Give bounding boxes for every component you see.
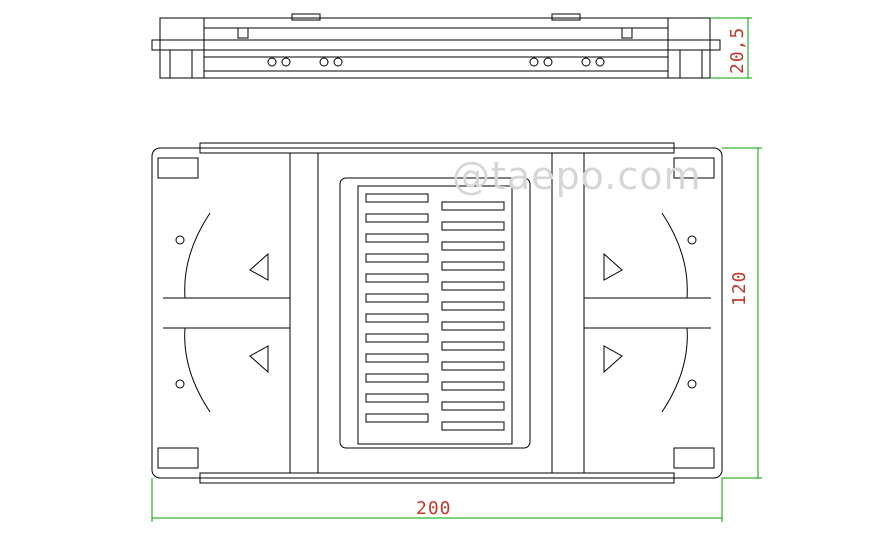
splice-slot	[365, 333, 429, 343]
splice-slot	[441, 301, 505, 311]
top-view	[151, 142, 723, 484]
splice-slot	[441, 201, 505, 211]
splice-slot	[441, 361, 505, 371]
tray-outline	[151, 147, 723, 479]
side-view-body	[159, 17, 711, 79]
side-view	[151, 13, 721, 79]
splice-slot	[441, 241, 505, 251]
dimension-lines	[151, 17, 762, 522]
splice-slot	[365, 273, 429, 283]
splice-slot	[365, 373, 429, 383]
splice-slot	[365, 213, 429, 223]
splice-slot-column	[365, 193, 505, 431]
splice-slot	[365, 233, 429, 243]
watermark-text: @taepo.com	[452, 154, 702, 198]
splice-slot	[441, 401, 505, 411]
thickness-dimension-label: 20,5	[727, 26, 748, 74]
splice-slot	[365, 313, 429, 323]
splice-slot	[365, 293, 429, 303]
splice-slot	[441, 221, 505, 231]
splice-slot	[441, 281, 505, 291]
splice-slot	[441, 421, 505, 431]
splice-slot	[365, 393, 429, 403]
splice-slot	[441, 381, 505, 391]
splice-slot	[441, 261, 505, 271]
splice-slot	[365, 353, 429, 363]
width-dimension-label: 200	[416, 498, 452, 519]
splice-slot	[441, 321, 505, 331]
splice-slot	[365, 413, 429, 423]
splice-slot	[365, 193, 429, 203]
splice-slot	[365, 253, 429, 263]
height-dimension-label: 120	[729, 270, 750, 306]
splice-slot	[441, 341, 505, 351]
